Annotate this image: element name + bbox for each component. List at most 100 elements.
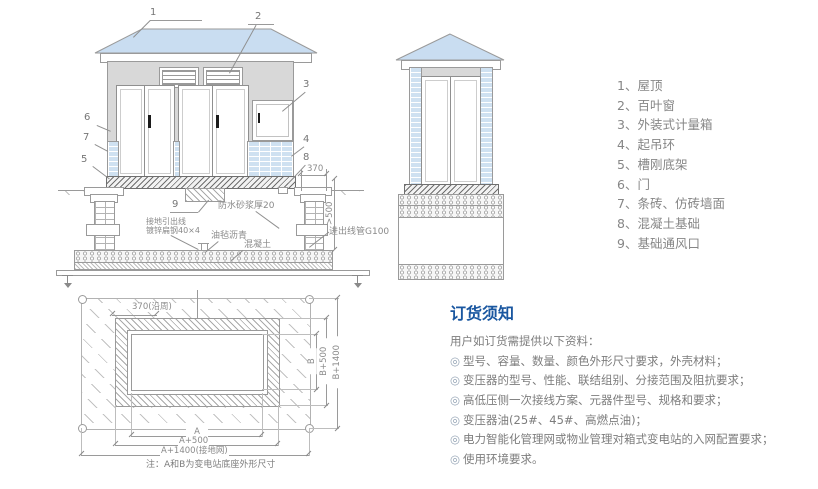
asphalt-strip — [74, 262, 333, 270]
dim-b500-label: B+500 — [319, 338, 329, 385]
foundation-band-divider — [398, 205, 502, 206]
earth-stake — [62, 272, 73, 289]
annotation-conduit: 进出线管G100 — [329, 227, 390, 237]
base-outline — [131, 334, 264, 391]
legend-item: 8、混凝土基础 — [617, 215, 700, 231]
brick-column — [479, 67, 493, 186]
dim-ext-line — [309, 428, 339, 429]
dim-a1400-label: A+1400(接地网) — [160, 446, 229, 456]
door-leaf — [178, 85, 214, 178]
door-handle — [216, 115, 219, 128]
dim-ext-line — [262, 393, 263, 437]
legend-item: 1、屋顶 — [617, 78, 663, 93]
order-notice-section: 订货须知 用户如订货需提供以下资料： ◎型号、容量、数量、颜色外形尺寸要求，外壳… — [450, 304, 818, 469]
callout-6: 6 — [84, 112, 91, 123]
dim-a-line — [131, 436, 262, 437]
louver-vent — [203, 67, 243, 88]
order-notice-title: 订货须知 — [450, 304, 515, 323]
callout-underline — [170, 212, 198, 213]
dim-ring-line — [112, 315, 157, 316]
ground-grid-plate — [56, 270, 370, 276]
legend-item: 2、百叶窗 — [617, 97, 675, 113]
parts-legend: 1、屋顶 2、百叶窗 3、外装式计量箱 4、起吊环 5、槽刚底架 6、门 7、条… — [617, 76, 725, 253]
dim-ext-line — [278, 405, 328, 406]
annotation-grounding-2: 镀锌扁钢40×4 — [146, 226, 200, 235]
pier-collar — [86, 224, 120, 236]
legend-item: 3、外装式计量箱 — [617, 117, 713, 133]
ground-rod-marker — [305, 295, 314, 304]
callout-3: 3 — [303, 79, 310, 90]
louver-slats — [206, 70, 240, 85]
base-foot — [278, 187, 288, 194]
legend-item: 6、门 — [617, 176, 650, 192]
dim-ext-line — [278, 318, 328, 319]
ground-rod-marker — [78, 295, 87, 304]
annotation-grounding-1: 接地引出线 — [146, 217, 186, 226]
door-handle — [148, 115, 151, 128]
dim-a1400-line — [81, 455, 309, 456]
foundation-band — [398, 194, 504, 218]
brick-wainscot — [107, 141, 119, 179]
dim-ext-line — [262, 389, 318, 390]
order-notice-item: ◎变压器的型号、性能、联结组别、分接范围及阻抗要求； — [450, 371, 818, 391]
order-notice-item-text: 电力智能化管理网或物业管理对箱式变电站的入网配置要求； — [463, 432, 774, 447]
callout-1: 1 — [150, 7, 157, 18]
dim-ext-line — [301, 169, 302, 191]
earth-stake — [352, 272, 363, 289]
door-leaf — [212, 85, 249, 178]
order-notice-item: ◎变压器油(25#、45#、高燃点油)； — [450, 411, 818, 431]
bullet-icon: ◎ — [450, 392, 461, 407]
legend-item: 5、槽刚底架 — [617, 156, 688, 172]
bullet-icon: ◎ — [450, 373, 461, 388]
dim-ext-line — [309, 428, 310, 456]
door-leaf — [116, 85, 146, 178]
callout-2: 2 — [255, 11, 262, 22]
callout-8: 8 — [303, 152, 310, 163]
order-notice-item: ◎电力智能化管理网或物业管理对箱式变电站的入网配置要求； — [450, 430, 818, 450]
ground-rod-marker — [78, 424, 87, 433]
dim-ext-line — [326, 169, 327, 191]
callout-5: 5 — [81, 154, 88, 165]
callout-4: 4 — [303, 134, 310, 145]
leader-line — [255, 211, 280, 229]
callout-underline — [150, 20, 202, 21]
order-notice-item-text: 高低压侧一次接线方案、元器件型号、规格和要求； — [463, 392, 728, 407]
order-notice-item: ◎高低压侧一次接线方案、元器件型号、规格和要求； — [450, 391, 818, 411]
legend-item: 7、条砖、仿砖墙面 — [617, 196, 725, 212]
dim-b1400-label: B+1400 — [332, 336, 342, 389]
order-notice-item-text: 型号、容量、数量、颜色外形尺寸要求，外壳材料； — [463, 353, 728, 368]
order-notice-item: ◎使用环境要求。 — [450, 450, 818, 470]
dim-a500-label: A+500 — [178, 436, 210, 446]
order-notice-intro: 用户如订货需提供以下资料： — [450, 334, 600, 349]
bullet-icon: ◎ — [450, 412, 461, 427]
soil-hatch — [58, 191, 84, 201]
riser-line — [197, 290, 198, 318]
dim-a-label: A — [186, 428, 208, 437]
legend-item: 9、基础通风口 — [617, 235, 700, 251]
order-notice-item-text: 变压器的型号、性能、联结组别、分接范围及阻抗要求； — [463, 373, 751, 388]
bullet-icon: ◎ — [450, 353, 461, 368]
order-notice-body: 用户如订货需提供以下资料： ◎型号、容量、数量、颜色外形尺寸要求，外壳材料； ◎… — [450, 332, 818, 469]
annotation-waterproof: 防水砂浆厚20 — [218, 201, 275, 211]
leader-line — [170, 235, 199, 250]
bullet-icon: ◎ — [450, 432, 461, 447]
soil-hatch — [334, 191, 360, 201]
order-notice-item-text: 使用环境要求。 — [463, 451, 544, 466]
callout-7: 7 — [83, 132, 90, 143]
foundation-vent — [185, 188, 225, 202]
dim-370-line — [300, 175, 327, 176]
dim-ext-line — [115, 405, 116, 446]
legend-item: 4、起吊环 — [617, 137, 675, 153]
dim-ext-line — [131, 393, 132, 437]
annotation-asphalt: 油毡沥青 — [211, 231, 248, 241]
annotation-underline — [242, 250, 269, 251]
order-notice-item-text: 变压器油(25#、45#、高燃点油)； — [463, 412, 648, 427]
dim-370-label: 370 — [307, 164, 324, 174]
dim-a500-line — [115, 445, 278, 446]
callout-underline — [248, 24, 274, 25]
dim-ext-line — [81, 428, 82, 456]
brick-wainscot — [247, 141, 294, 179]
dim-ext-line — [309, 298, 339, 299]
ground-line — [332, 190, 364, 191]
